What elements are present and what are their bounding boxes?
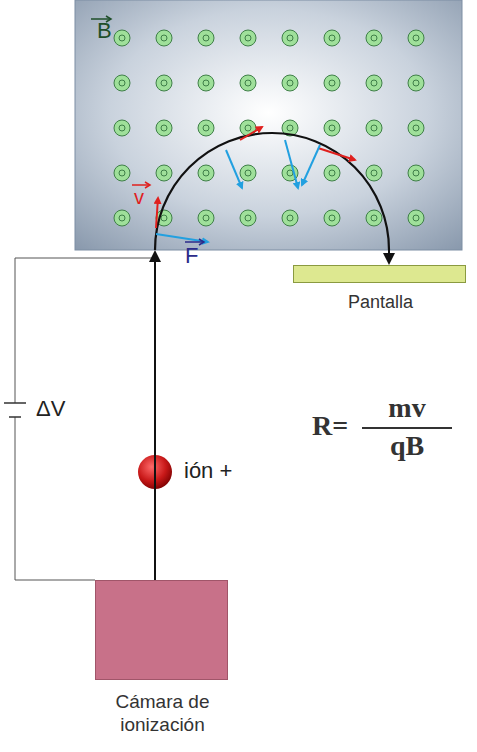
node-label: B bbox=[97, 18, 112, 44]
ion-trajectory bbox=[155, 133, 389, 250]
ionization-chamber: Cámara de ionización bbox=[95, 580, 228, 680]
circuit-wire bbox=[15, 258, 155, 580]
ion-label: ión + bbox=[184, 458, 232, 484]
formula-denominator: qB bbox=[390, 430, 424, 462]
field-region bbox=[75, 0, 462, 250]
node-label: Pantalla bbox=[348, 292, 413, 313]
formula-lhs: R= bbox=[312, 410, 348, 442]
field-region: B bbox=[75, 0, 462, 250]
trajectory-arrow bbox=[149, 250, 161, 580]
force-label: F bbox=[185, 243, 198, 269]
velocity-label: v bbox=[134, 186, 144, 209]
screen: Pantalla bbox=[293, 265, 466, 283]
trajectory-arrow bbox=[383, 250, 395, 265]
field-dots bbox=[114, 30, 424, 226]
voltage-label: ΔV bbox=[36, 396, 65, 422]
node-label: Cámara de ionización bbox=[88, 691, 238, 737]
formula-numerator: mv bbox=[388, 392, 425, 424]
fraction-bar bbox=[362, 427, 452, 429]
battery-symbol bbox=[4, 403, 26, 417]
